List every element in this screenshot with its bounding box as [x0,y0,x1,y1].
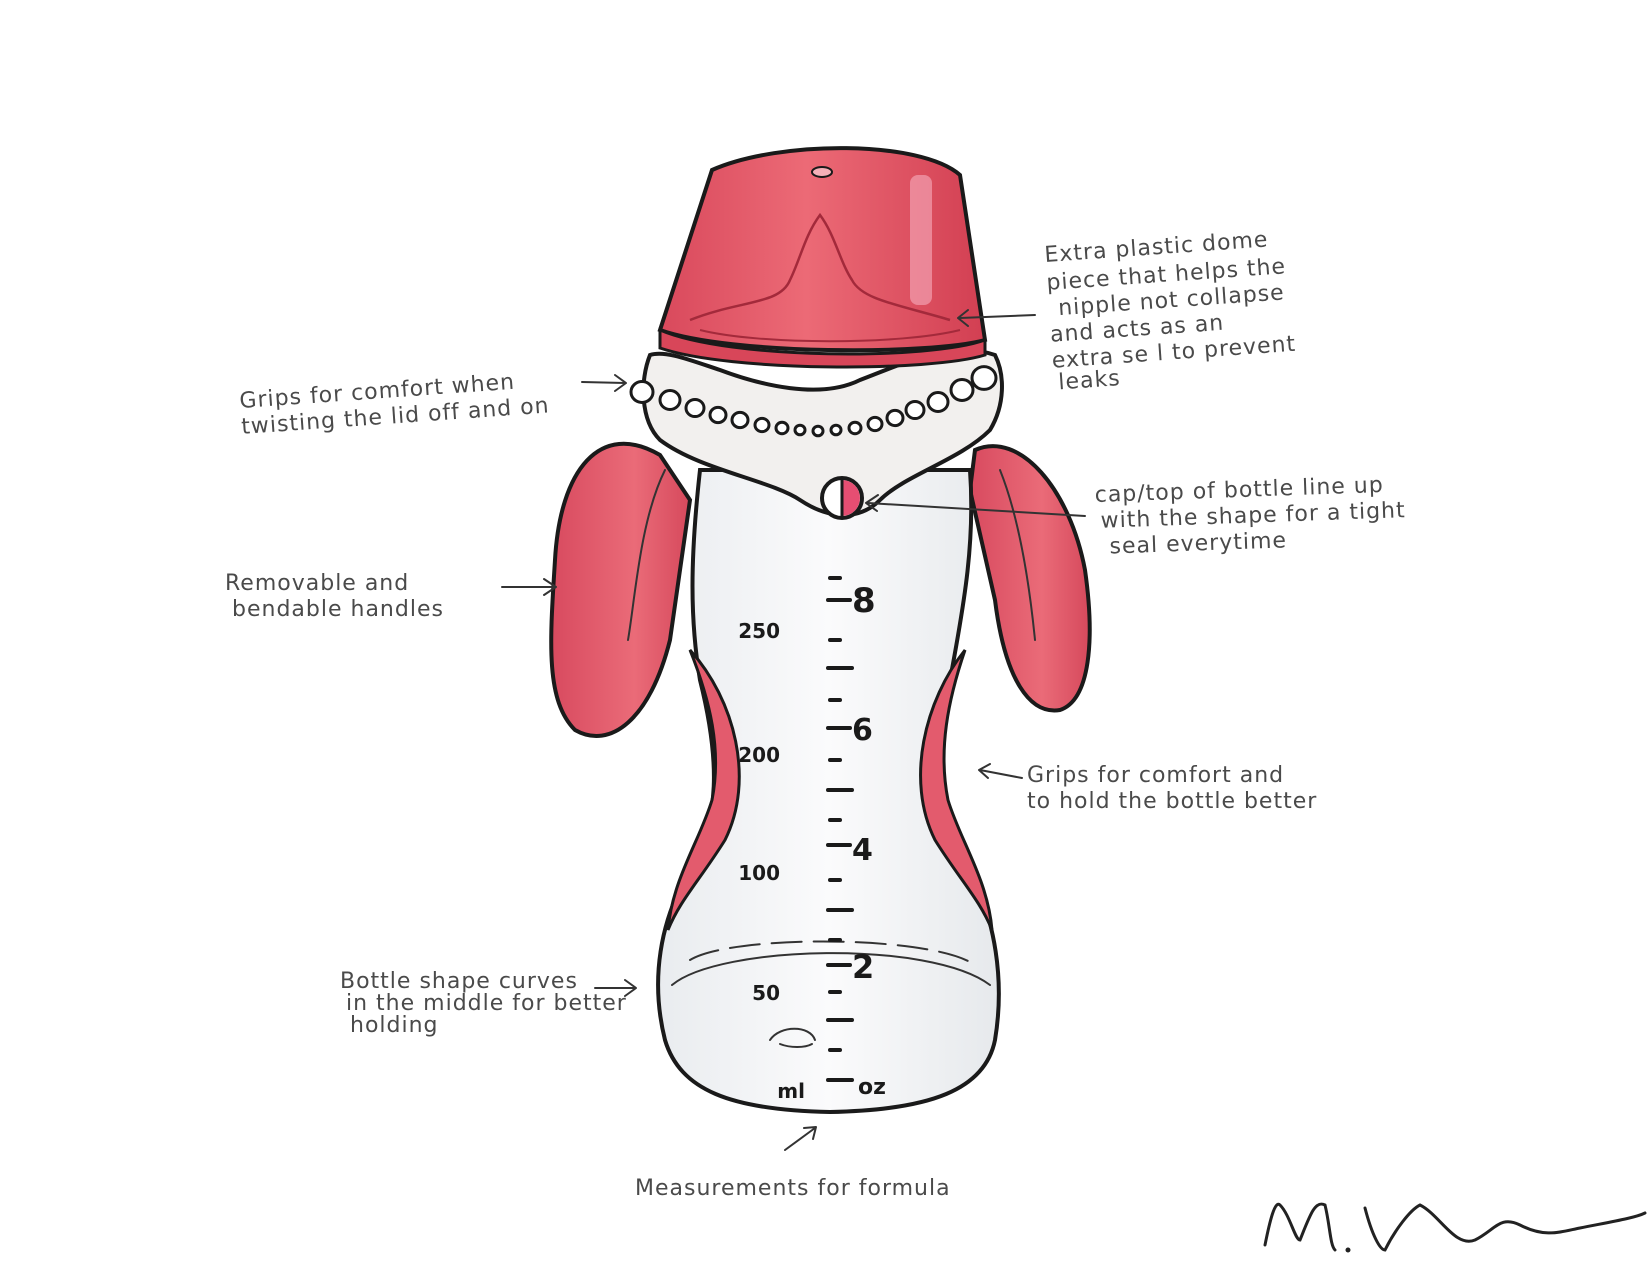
ml-label-unit: ml [777,1079,805,1103]
grip-dot [776,422,788,433]
grip-dot [813,426,823,436]
oz-label-unit: oz [858,1075,886,1100]
annotation-cap-line-3: seal everytime [1109,528,1287,559]
annotation-cap-lineup: cap/top of bottle line up with the shape… [1094,472,1407,560]
grip-dot [686,399,704,416]
signature [1265,1204,1645,1252]
grip-dot [928,393,948,412]
ml-label-200: 200 [738,743,780,767]
grip-dot [906,401,924,418]
annotation-grips-body: Grips for comfort and to hold the bottle… [1027,763,1317,814]
ml-label-50: 50 [752,981,780,1005]
lineup-indicator [822,478,862,518]
annotation-shape-line-3: holding [350,1013,439,1038]
grip-dot [849,422,861,433]
arrow-grips-body [979,764,1022,778]
left-handle [551,444,690,736]
grip-dot [660,391,680,410]
arrow-grips-lid [582,375,626,391]
grip-dot [755,418,769,431]
oz-label-8: 8 [852,581,876,621]
annotation-shape-curve: Bottle shape curves in the middle for be… [340,969,627,1038]
annotation-dome-line-6: leaks [1058,366,1122,395]
ml-label-250: 250 [738,619,780,643]
dome-lid [660,148,985,367]
annotation-handles-line-1: Removable and [225,571,409,596]
grip-dot [887,410,903,425]
grip-dot [732,412,748,427]
ml-label-100: 100 [738,861,780,885]
oz-label-6: 6 [852,713,873,748]
grip-dot [795,425,805,435]
grip-dot [972,367,996,390]
annotation-grips-body-line-2: to hold the bottle better [1027,789,1317,814]
grip-dot [951,380,973,401]
grip-dot [868,417,882,430]
arrow-measurements [785,1127,816,1150]
oz-label-2: 2 [852,948,874,986]
grip-dot [831,425,841,435]
annotation-dome: Extra plastic dome piece that helps the … [1044,226,1299,396]
annotation-measurements: Measurements for formula [635,1176,951,1201]
oz-label-4: 4 [852,833,873,868]
grip-dot [631,382,653,403]
annotation-grips-lid: Grips for comfort when twisting the lid … [239,368,551,440]
annotation-grips-body-line-1: Grips for comfort and [1027,763,1284,788]
right-handle [970,446,1090,710]
annotation-handles-line-2: bendable handles [232,597,444,622]
grip-dot [710,407,726,422]
arrow-handles [502,579,556,595]
annotation-handles: Removable and bendable handles [225,571,444,622]
